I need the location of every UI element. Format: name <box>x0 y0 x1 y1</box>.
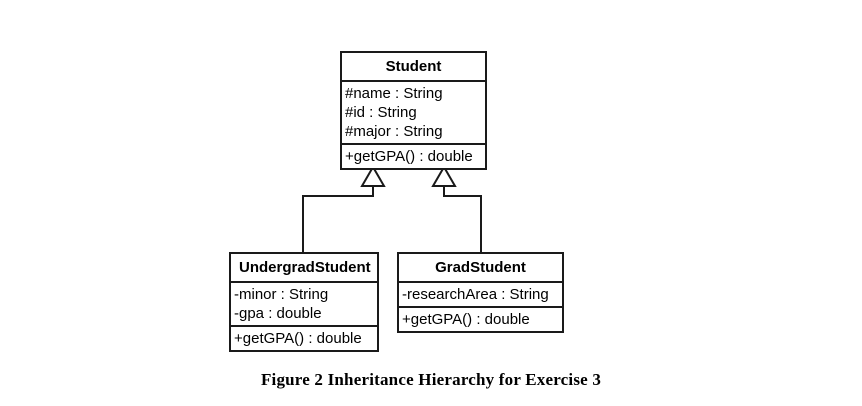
class-name-student: Student <box>385 58 442 75</box>
figure-caption: Figure 2 Inheritance Hierarchy for Exerc… <box>260 370 602 389</box>
operation-row: +getGPA() : double <box>234 330 362 347</box>
attribute-row: -gpa : double <box>234 305 322 322</box>
generalization-grad-to-student <box>431 165 482 252</box>
attribute-row: #id : String <box>345 104 417 121</box>
operations-compartment-student: +getGPA() : double <box>342 143 485 168</box>
attribute-row: #major : String <box>345 123 443 140</box>
attribute-row: -researchArea : String <box>402 286 549 303</box>
uml-class-undergradstudent[interactable]: UndergradStudent -minor : String -gpa : … <box>229 252 379 352</box>
operations-compartment-undergradstudent: +getGPA() : double <box>231 325 377 350</box>
uml-class-student[interactable]: Student #name : String #id : String #maj… <box>340 51 487 170</box>
operations-compartment-gradstudent: +getGPA() : double <box>399 306 562 331</box>
operation-row: +getGPA() : double <box>345 148 473 165</box>
hollow-triangle-icon <box>360 165 386 187</box>
class-name-undergradstudent: UndergradStudent <box>239 259 371 276</box>
uml-class-gradstudent[interactable]: GradStudent -researchArea : String +getG… <box>397 252 564 333</box>
generalization-undergrad-to-student <box>302 165 386 252</box>
operation-row: +getGPA() : double <box>402 311 530 328</box>
class-name-gradstudent: GradStudent <box>435 259 526 276</box>
attributes-compartment-undergradstudent: -minor : String -gpa : double <box>231 281 377 325</box>
attribute-row: -minor : String <box>234 286 329 303</box>
attributes-compartment-gradstudent: -researchArea : String <box>399 281 562 306</box>
attributes-compartment-student: #name : String #id : String #major : Str… <box>342 80 485 143</box>
hollow-triangle-icon <box>431 165 457 187</box>
attribute-row: #name : String <box>345 85 443 102</box>
